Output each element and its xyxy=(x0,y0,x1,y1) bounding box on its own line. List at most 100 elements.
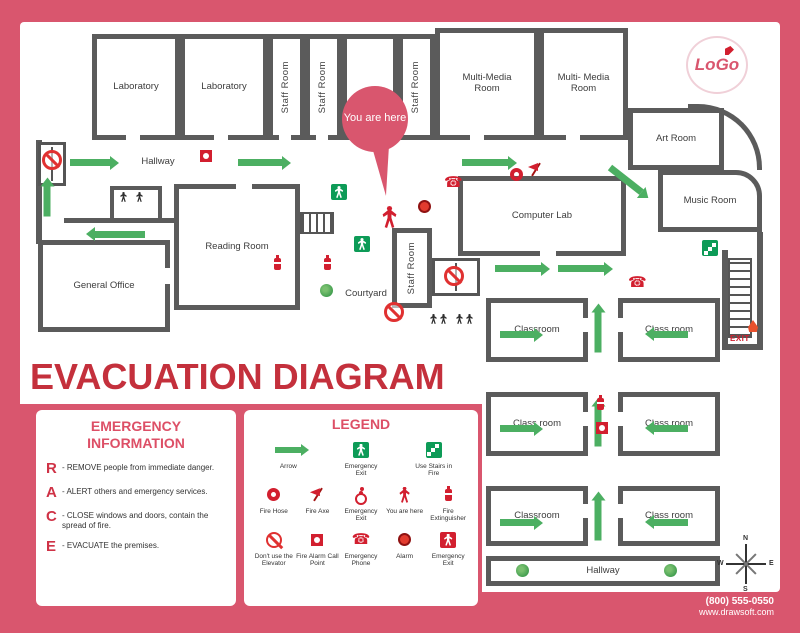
restroom-icon xyxy=(136,192,143,202)
fire-extinguisher-icon xyxy=(274,255,281,270)
emergency-item-text: - REMOVE people from immediate danger. xyxy=(62,462,215,472)
room-music: Music Room xyxy=(658,170,762,232)
evacuation-arrow xyxy=(500,515,543,530)
room-label: Staff Room xyxy=(280,60,292,114)
door-opening xyxy=(583,504,589,518)
no-elevator-icon xyxy=(265,529,282,551)
legend-item: Fire Alarm Call Point xyxy=(296,529,340,568)
door-opening xyxy=(583,318,589,332)
room-computer-lab: Computer Lab xyxy=(458,176,626,256)
legend-row: Fire Hose Fire Axe Emergency Exit You ar… xyxy=(252,484,470,523)
room-staff-4: Staff Room xyxy=(392,228,432,308)
plant-icon xyxy=(320,284,333,297)
restroom-icon xyxy=(456,314,463,324)
emergency-item: A - ALERT others and emergency services. xyxy=(46,484,226,501)
evacuation-arrow xyxy=(70,155,119,170)
evacuation-arrow xyxy=(95,231,145,238)
emergency-item: E - EVACUATE the premises. xyxy=(46,538,226,555)
legend-item-label: Fire Axe xyxy=(305,507,330,515)
logo-leaf-icon xyxy=(725,46,734,55)
plant-icon xyxy=(516,564,529,577)
door-opening xyxy=(566,135,580,141)
emergency-exit-icon xyxy=(331,184,347,200)
legend-item-label: Emergency Exit xyxy=(431,552,465,568)
restroom-icon xyxy=(466,314,473,324)
restroom-icon xyxy=(440,314,447,324)
legend-item: Fire Extinguisher xyxy=(426,484,470,523)
evacuation-arrow xyxy=(495,261,550,276)
emergency-item-letter: C xyxy=(46,507,57,525)
evacuation-arrow xyxy=(500,421,543,436)
emergency-item-text: - CLOSE windows and doors, contain the s… xyxy=(62,510,209,530)
you-are-here-icon xyxy=(399,484,410,506)
door-opening xyxy=(214,135,228,141)
legend-item: Emergency Exit xyxy=(325,439,398,478)
fire-alarm-call-point-icon xyxy=(311,529,324,551)
room-reading: Reading Room xyxy=(174,184,300,310)
emergency-item-letter: R xyxy=(46,459,57,477)
room-label: Computer Lab xyxy=(511,209,573,221)
room-multimedia-1: Multi-Media Room xyxy=(435,28,539,140)
alarm-icon xyxy=(418,200,431,213)
room-staff-1: Staff Room xyxy=(268,34,305,140)
no-entry-icon xyxy=(384,302,404,322)
room-label: Class room xyxy=(644,509,694,521)
room-label: Multi-Media Room xyxy=(462,72,512,94)
fire-extinguisher-icon xyxy=(444,484,452,506)
plant-icon xyxy=(664,564,677,577)
door-opening xyxy=(618,412,624,426)
room-label: Music Room xyxy=(683,194,737,206)
door-opening xyxy=(540,251,556,257)
legend-item-label: You are here xyxy=(386,507,424,515)
door-opening xyxy=(470,135,484,141)
door-opening xyxy=(583,412,589,426)
room-classroom-2: Class room xyxy=(618,298,720,362)
logo-badge: LoGo xyxy=(686,36,748,94)
fire-axe-icon xyxy=(310,484,325,506)
legend-item-label: Alarm xyxy=(396,552,414,560)
emergency-item-letter: E xyxy=(46,538,57,556)
evacuation-arrow xyxy=(594,312,602,353)
room-label: Staff Room xyxy=(405,241,417,295)
wall-segment xyxy=(722,344,763,350)
evacuation-arrow xyxy=(594,500,602,541)
legend-item-label: Fire Alarm Call Point xyxy=(296,552,339,568)
evacuation-arrow xyxy=(238,155,291,170)
legend-item-label: Emergency Exit xyxy=(344,462,378,478)
wheelchair-exit-icon xyxy=(354,484,368,506)
legend-item: Use Stairs in Fire xyxy=(397,439,470,478)
room-label: Art Room xyxy=(655,132,697,144)
room-label: Staff Room xyxy=(317,60,329,114)
legend-item-label: Arrow xyxy=(279,462,297,470)
room-label: Reading Room xyxy=(205,240,269,252)
door-opening xyxy=(236,184,252,190)
door-opening xyxy=(618,318,624,332)
emergency-phone-icon xyxy=(352,529,371,551)
use-stairs-icon xyxy=(425,439,442,461)
legend-item-label: Fire Extinguisher xyxy=(430,507,467,523)
stairs-icon xyxy=(728,258,752,338)
emergency-information-panel: EMERGENCY INFORMATION R - REMOVE people … xyxy=(36,410,236,606)
legend-item-label: Fire Hose xyxy=(259,507,288,515)
door-opening xyxy=(279,135,291,141)
evacuation-arrow xyxy=(654,425,688,432)
no-elevator-icon xyxy=(444,266,464,286)
contact-info: (800) 555-0550 www.drawsoft.com xyxy=(699,596,774,617)
fire-axe-icon xyxy=(528,162,543,177)
legend-panel: LEGEND Arrow Emergency Exit Use Stairs i… xyxy=(244,410,478,606)
wall-segment xyxy=(36,140,42,244)
legend-item: Alarm xyxy=(383,529,427,568)
legend-item-label: Don't use the Elevator xyxy=(254,552,293,568)
room-classroom-6: Class room xyxy=(618,486,720,546)
phone-number: (800) 555-0550 xyxy=(705,596,774,607)
emergency-item-text: - EVACUATE the premises. xyxy=(62,541,160,551)
room-general-office: General Office xyxy=(38,240,170,332)
compass-east-label: E xyxy=(769,560,774,567)
evacuation-arrow xyxy=(654,331,688,338)
hallway-top-label: Hallway xyxy=(141,156,175,167)
legend-item: Fire Axe xyxy=(296,484,340,523)
legend-item: Emergency Phone xyxy=(339,529,383,568)
alarm-icon xyxy=(398,529,412,551)
fire-hose-icon xyxy=(267,484,281,506)
